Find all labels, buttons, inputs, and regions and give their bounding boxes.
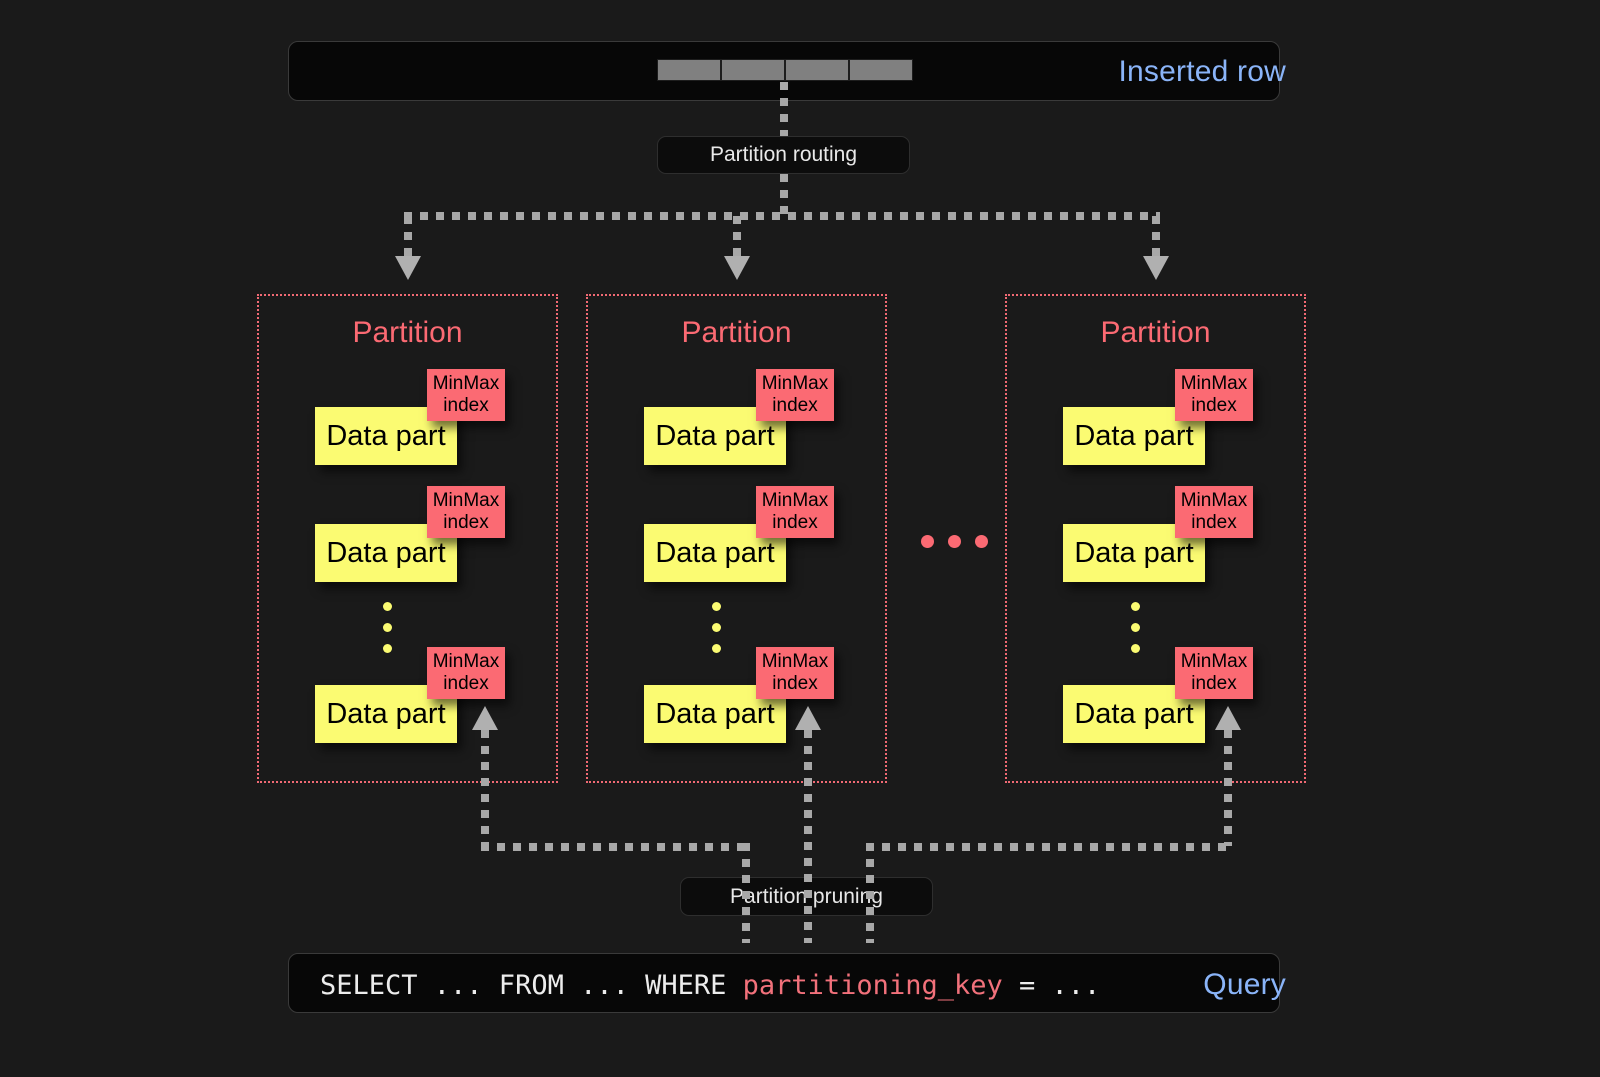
partition-routing-pill[interactable]: Partition routing [657, 136, 910, 174]
data-part-box[interactable]: Data part [1063, 524, 1205, 582]
query-panel [288, 953, 1280, 1013]
ellipsis-dot [712, 644, 721, 653]
arrow-into-partition-3 [1143, 256, 1169, 280]
inserted-row-cells [657, 59, 913, 81]
data-part-label: Data part [655, 536, 775, 569]
arrow-into-partition-3-bottom [1215, 706, 1241, 730]
data-part-ellipsis [1131, 602, 1140, 653]
connector-pruning-to-partition-3 [1224, 730, 1232, 846]
data-part-label: Data part [1074, 536, 1194, 569]
ellipsis-dot [1131, 602, 1140, 611]
data-part-label: Data part [1074, 419, 1194, 452]
connector-routing-to-bus [780, 174, 788, 216]
ellipsis-dot [921, 535, 934, 548]
ellipsis-dot [712, 602, 721, 611]
arrow-into-partition-2-bottom [795, 706, 821, 730]
connector-pruning-bus-left [481, 843, 746, 851]
ellipsis-dot [1131, 623, 1140, 632]
data-part-ellipsis [383, 602, 392, 653]
arrow-into-partition-2 [724, 256, 750, 280]
inserted-row-label: Inserted row [1118, 55, 1286, 88]
connector-pruning-bus-left-drop [742, 843, 750, 943]
data-part-label: Data part [326, 419, 446, 452]
ellipsis-dot [975, 535, 988, 548]
ellipsis-dot [712, 623, 721, 632]
ellipsis-dot [383, 644, 392, 653]
ellipsis-dot [1131, 644, 1140, 653]
query-suffix: = ... [1002, 970, 1101, 1001]
data-part-label: Data part [655, 697, 775, 730]
partition-title: Partition [1100, 316, 1211, 349]
data-part-ellipsis [712, 602, 721, 653]
ellipsis-dot [383, 623, 392, 632]
arrow-into-partition-1-bottom [472, 706, 498, 730]
routing-bus-horizontal [404, 212, 1160, 220]
data-part-box[interactable]: Data part [1063, 407, 1205, 465]
connector-bus-to-partition-3 [1152, 216, 1160, 258]
row-cell [849, 59, 913, 81]
query-sql-text: SELECT ... FROM ... WHERE partitioning_k… [320, 970, 1100, 1001]
data-part-box[interactable]: Data part [315, 685, 457, 743]
ellipsis-dot [383, 602, 392, 611]
connector-pruning-bus-right-drop [866, 843, 874, 943]
row-cell [721, 59, 785, 81]
partitions-ellipsis [921, 535, 988, 548]
data-part-label: Data part [1074, 697, 1194, 730]
query-prefix: SELECT ... FROM ... WHERE [320, 970, 743, 1001]
ellipsis-dot [948, 535, 961, 548]
partition-title: Partition [681, 316, 792, 349]
arrow-into-partition-1 [395, 256, 421, 280]
data-part-label: Data part [326, 697, 446, 730]
connector-row-to-routing [780, 82, 788, 138]
connector-pruning-bus-right [866, 843, 1232, 851]
data-part-label: Data part [326, 536, 446, 569]
row-cell [657, 59, 721, 81]
connector-pruning-to-partition-2 [804, 730, 812, 943]
partition-title: Partition [352, 316, 463, 349]
connector-bus-to-partition-2 [733, 216, 741, 258]
connector-bus-to-partition-1 [404, 216, 412, 258]
data-part-label: Data part [655, 419, 775, 452]
query-partitioning-key: partitioning_key [742, 970, 1003, 1001]
connector-pruning-to-partition-1 [481, 730, 489, 846]
row-cell [785, 59, 849, 81]
query-label: Query [1203, 968, 1286, 1001]
